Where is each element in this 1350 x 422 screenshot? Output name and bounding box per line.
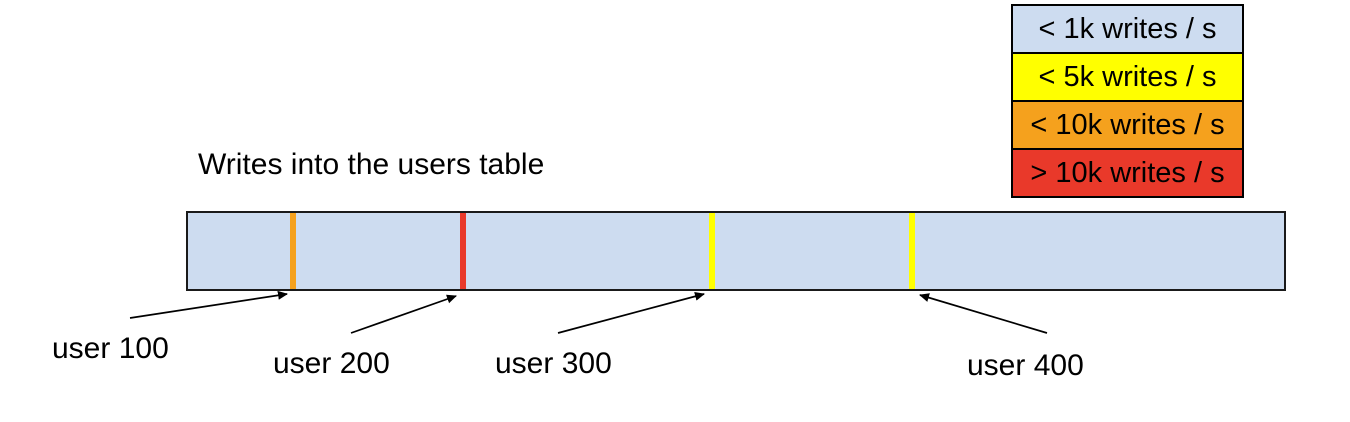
legend-item: < 1k writes / s <box>1011 4 1244 54</box>
legend: < 1k writes / s< 5k writes / s< 10k writ… <box>1011 4 1244 198</box>
write-rate-marker-user-400 <box>909 213 916 289</box>
write-rate-marker-user-300 <box>708 213 715 289</box>
users-table-bar <box>186 211 1286 291</box>
label-user-200: user 200 <box>273 347 390 380</box>
write-rate-marker-user-100 <box>290 213 297 289</box>
label-user-300: user 300 <box>495 347 612 380</box>
diagram-title: Writes into the users table <box>198 148 545 181</box>
write-rate-marker-user-200 <box>460 213 467 289</box>
legend-item: > 10k writes / s <box>1011 148 1244 198</box>
arrow-user-300 <box>557 291 705 334</box>
label-user-400: user 400 <box>967 349 1084 382</box>
legend-item: < 5k writes / s <box>1011 52 1244 102</box>
arrow-user-200 <box>350 294 457 334</box>
arrow-user-400 <box>919 293 1048 334</box>
arrow-user-100 <box>129 290 288 319</box>
legend-item: < 10k writes / s <box>1011 100 1244 150</box>
label-user-100: user 100 <box>52 332 169 365</box>
